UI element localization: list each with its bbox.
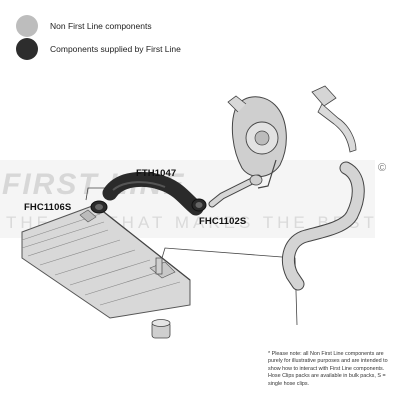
charge-pipe: [282, 161, 365, 291]
leader-lines: [85, 187, 298, 326]
part-label-fhc1106s: FHC1106S: [24, 202, 72, 213]
intercooler: [21, 204, 191, 319]
mounting-bush: [151, 319, 171, 339]
copyright-symbol: ©: [378, 162, 387, 174]
legend-item-first-line: Components supplied by First Line: [16, 38, 181, 60]
hose-fth1047: [102, 171, 204, 216]
legend-swatch-dark: [16, 38, 38, 60]
legend-label-non-first-line: Non First Line components: [50, 21, 152, 31]
hose-clip-fhc1106s: [90, 200, 108, 214]
turbo-outlet-pipe: [208, 174, 263, 208]
part-label-fhc1102s: FHC1102S: [199, 216, 247, 227]
disclaimer-note: * Please note: all Non First Line compon…: [268, 351, 388, 387]
part-label-fth1047: FTH1047: [136, 168, 177, 179]
elbow-fitting: [311, 85, 357, 153]
legend-item-non-first-line: Non First Line components: [16, 15, 152, 37]
hose-clip-fhc1102s: [191, 198, 207, 212]
legend-label-first-line: Components supplied by First Line: [50, 44, 181, 54]
turbocharger: [227, 95, 287, 189]
connector-pin: [155, 257, 163, 275]
legend-swatch-grey: [16, 15, 38, 37]
